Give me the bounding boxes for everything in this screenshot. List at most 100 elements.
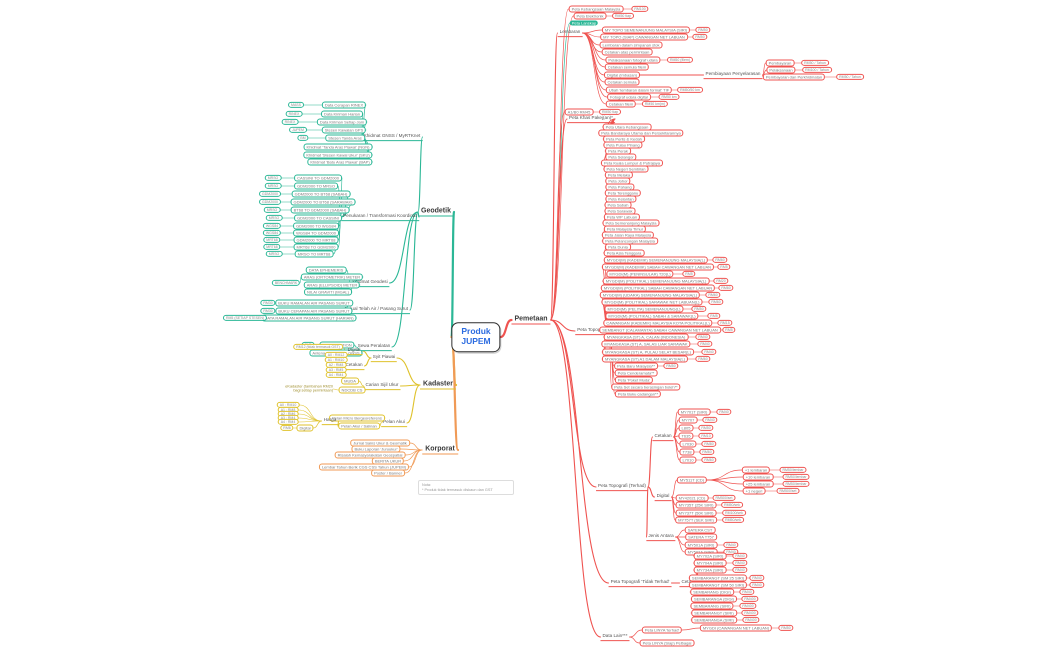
group-p8b[interactable]: Digital <box>654 493 672 501</box>
item-e2[interactable]: SATERA T757 <box>685 533 717 541</box>
item-f4[interactable]: SEMBARANGT (SM 25 SIRI) <box>688 574 748 582</box>
item-g4r1[interactable]: BUKU RAMALAN AIR PASANG SURUT <box>275 299 353 307</box>
group-k3[interactable]: Pelan Akui <box>381 419 407 427</box>
item-g2r7[interactable]: GDM2000 TO WGS84 <box>293 222 339 230</box>
item-e3[interactable]: MY501A (SIRI) <box>684 541 718 549</box>
item-m16[interactable]: Peta Baru Malaysia** <box>614 362 658 370</box>
item-c1[interactable]: MY701T (SIRI) <box>677 408 711 416</box>
item-m12[interactable]: MYANGKASA (ST) A, CALAN (INDONESIA) <box>603 333 689 341</box>
item-f1[interactable]: MY702A (SIRI) <box>693 552 727 560</box>
item-g2r5[interactable]: BT68 TO GDM2000 (SABAH) <box>290 206 350 214</box>
group-k2[interactable]: Carian Sijil Ukur <box>363 382 401 390</box>
item-c3[interactable]: L805 <box>678 424 694 432</box>
item-q5[interactable]: Pelaksanaan fotograf udara <box>605 56 661 64</box>
item-ko6[interactable]: Poster / Banner <box>371 469 405 477</box>
item-f2[interactable]: MY704A (SIRI) <box>693 559 727 567</box>
item-f6[interactable]: SEMBARANG (DIGI) <box>690 588 734 596</box>
item-q3[interactable]: Lembaran dalam simpanan stok <box>599 41 663 49</box>
item-q8[interactable]: Cetakan semula <box>604 78 640 86</box>
item-g1r8[interactable]: Khidmat 'Batu Aras Piawai' (BAP) <box>307 158 373 166</box>
item-g2r6[interactable]: GDM2000 TO CASSINI <box>294 214 342 222</box>
item-q9[interactable]: Ubah 'lembaran dalam format' TIF <box>605 86 673 94</box>
item-m1[interactable]: MYGDI(M) (KADEMIK) SEMENANJUNG MALAYSIA(… <box>603 256 709 264</box>
item-d3[interactable]: MY735T (25K SIRI) <box>675 501 717 509</box>
item-g2r9[interactable]: GDM2000 TO MRT68 <box>293 236 339 244</box>
item-c6[interactable]: T738 <box>679 448 695 456</box>
group-g3[interactable]: Khidmat Geodesi <box>350 279 390 287</box>
item-c7[interactable]: L7010 <box>679 456 697 464</box>
item-c5[interactable]: L7030 <box>679 440 697 448</box>
item-g1r3[interactable]: Data Kiriman Setiap Jam <box>316 118 368 126</box>
item-c2[interactable]: MY707 <box>678 416 698 424</box>
item-k3r2[interactable]: Pelan Akui / Salinan <box>338 422 380 430</box>
branch-kad[interactable]: Kadaster <box>420 381 456 390</box>
group-k1b[interactable]: Cetakan <box>343 362 365 370</box>
item-q11[interactable]: Cetakan filem <box>605 100 637 108</box>
item-h3[interactable]: Pembayaran dan Perkhidmatan <box>762 73 826 81</box>
item-m13[interactable]: MYANGKASA (ST) A, SALAS LIAR SARAWAK <box>601 340 691 348</box>
item-q7[interactable]: Digital (imbasan) <box>603 71 641 79</box>
item-m19[interactable]: Peta Set secara berasingan boleh** <box>611 383 681 391</box>
item-g4r2[interactable]: BUKU CERAPAN AIR PASANG SURUT <box>275 307 353 315</box>
group-p4h[interactable]: Pembiayaan Penyelarasan <box>703 71 763 79</box>
branch-geo[interactable]: Geodetik <box>418 208 454 217</box>
item-f7[interactable]: SEMBARANGA (DIGI) <box>690 595 738 603</box>
item-m10[interactable]: CAWANGAN (KADEMIK) MALAYSIA KOTA POLITIK… <box>603 319 713 327</box>
item-m14[interactable]: MYANGKASA (ST) A, PULAU SELAT BESAR(L) <box>602 348 694 356</box>
item-d1b[interactable]: +10 lembaran <box>742 473 774 481</box>
item-p2[interactable]: Peta Elektronik <box>573 12 607 20</box>
item-p3[interactable]: Peta Lanskap <box>569 20 599 26</box>
group-k1a[interactable]: Digital <box>345 347 363 355</box>
item-g3r4[interactable]: NILAI GRAVITI (MGAL) <box>304 288 352 296</box>
item-h1[interactable]: Pembayaran <box>765 59 795 67</box>
item-m15[interactable]: MYANGKASA (ST) A1 DALAM MALAYSIA(L) <box>601 355 689 363</box>
item-m7[interactable]: MYGDI(M) (POLITIKAL) SARAWAK NET LABUAN(… <box>601 298 703 306</box>
item-g2r4[interactable]: GDM2000 TO BT68 (SARAWAK) <box>290 198 356 206</box>
item-g1r7[interactable]: Khidmat 'Stesen Kawal Ukur' (SKU) <box>303 151 373 159</box>
group-p6[interactable]: Peta Khas Pakej(an)* <box>567 115 615 123</box>
branch-pem[interactable]: Pemetaan <box>511 316 551 325</box>
item-p1[interactable]: Peta Kebangsaan Malaysia <box>568 5 624 13</box>
item-m9[interactable]: MYGDI(M) (POLITIKAL) SABAH & SARAWAK(L) <box>605 312 699 320</box>
item-g2r8[interactable]: WGS84 TO GDM2000 <box>293 229 339 237</box>
item-q10[interactable]: Fotograf udara digital <box>607 93 651 101</box>
item-d1[interactable]: MY511T (CD) <box>676 476 708 484</box>
item-n2[interactable]: Peta LINYA (Siap) Pelbagai <box>639 639 695 647</box>
group-g2[interactable]: Penukaran / Transformasi Koordinat <box>341 213 419 221</box>
group-p8c[interactable]: Jenis Antara <box>646 533 676 541</box>
item-m11[interactable]: SEMBANGT (CALAMANTA) SABAH CAWANGAN NET … <box>599 326 721 334</box>
item-g2r2[interactable]: GDM2000 TO MRSO <box>294 182 338 190</box>
item-g1r5[interactable]: Stesen Tanda Aras <box>325 134 365 142</box>
item-f3[interactable]: MY734A (SIRI) <box>693 566 727 574</box>
item-q4[interactable]: Cetakan atas permintaan <box>601 48 653 56</box>
item-q2[interactable]: MY TOPO (SIAP) CAWANGAN NET LABUAN <box>600 33 688 41</box>
item-g3r3[interactable]: ARAS (ELLIPSOID) METER <box>303 281 361 289</box>
item-g1r6[interactable]: Khidmat 'Tanda Aras Piawai' (NGN) <box>303 143 373 151</box>
item-g1r2[interactable]: Data Kiriman Harian <box>320 110 364 118</box>
item-g2r3[interactable]: GDM2000 TO BT68 (SABAH) <box>291 190 351 198</box>
group-k3h[interactable]: Harga <box>321 417 339 425</box>
group-p8[interactable]: Peta Topografi (Terhad) <box>596 483 648 491</box>
item-s22[interactable]: Peta Asia Tenggara <box>603 249 645 257</box>
item-d4[interactable]: MY737T (50K SIRI) <box>675 509 717 517</box>
item-d1d[interactable]: +1 negeri <box>742 487 766 495</box>
group-g4[interactable]: Jadual Telah Air / Pasang Surut <box>341 306 411 314</box>
item-g1r1[interactable]: Data Cerapan RINEX <box>321 101 367 109</box>
item-k3hd[interactable]: Digital <box>296 424 314 432</box>
item-k2r1[interactable]: MUDA <box>341 377 359 385</box>
item-g1r4[interactable]: Stesen Kawalan GPS <box>321 126 367 134</box>
item-q1[interactable]: MY TOPO SEMENANJUNG MALAYSIA (SIRI) <box>601 26 691 34</box>
item-g2r11[interactable]: MRSO TO MRT68 <box>294 250 334 258</box>
group-p10[interactable]: Data Lain*** <box>600 633 630 641</box>
item-g4r3[interactable]: DATA RAMALAN AIR PASANG SURUT (HARIAN) <box>261 314 357 322</box>
item-m5[interactable]: MYGDI(M) (POLITIKAL) SABAH CAWANGAN NET … <box>600 284 716 292</box>
item-f5[interactable]: SEMBARANGT (SM 50 SIRI) <box>688 581 748 589</box>
item-d1c[interactable]: +25 lembaran <box>742 480 774 488</box>
item-m6[interactable]: MYGDI(M) (UDARA) SEMENANJUNG MALAYSIA(L) <box>599 291 701 299</box>
item-d1a[interactable]: +1 lembaran <box>741 466 771 474</box>
item-f8[interactable]: SEMBARANG (SIRI) <box>690 602 734 610</box>
item-h2[interactable]: Pelaksanaan <box>766 66 796 74</box>
item-f10[interactable]: SEMBARANGA (SIRI) <box>691 616 737 624</box>
group-g1[interactable]: Khidmat GNSS / MyRTKnet <box>361 133 423 141</box>
